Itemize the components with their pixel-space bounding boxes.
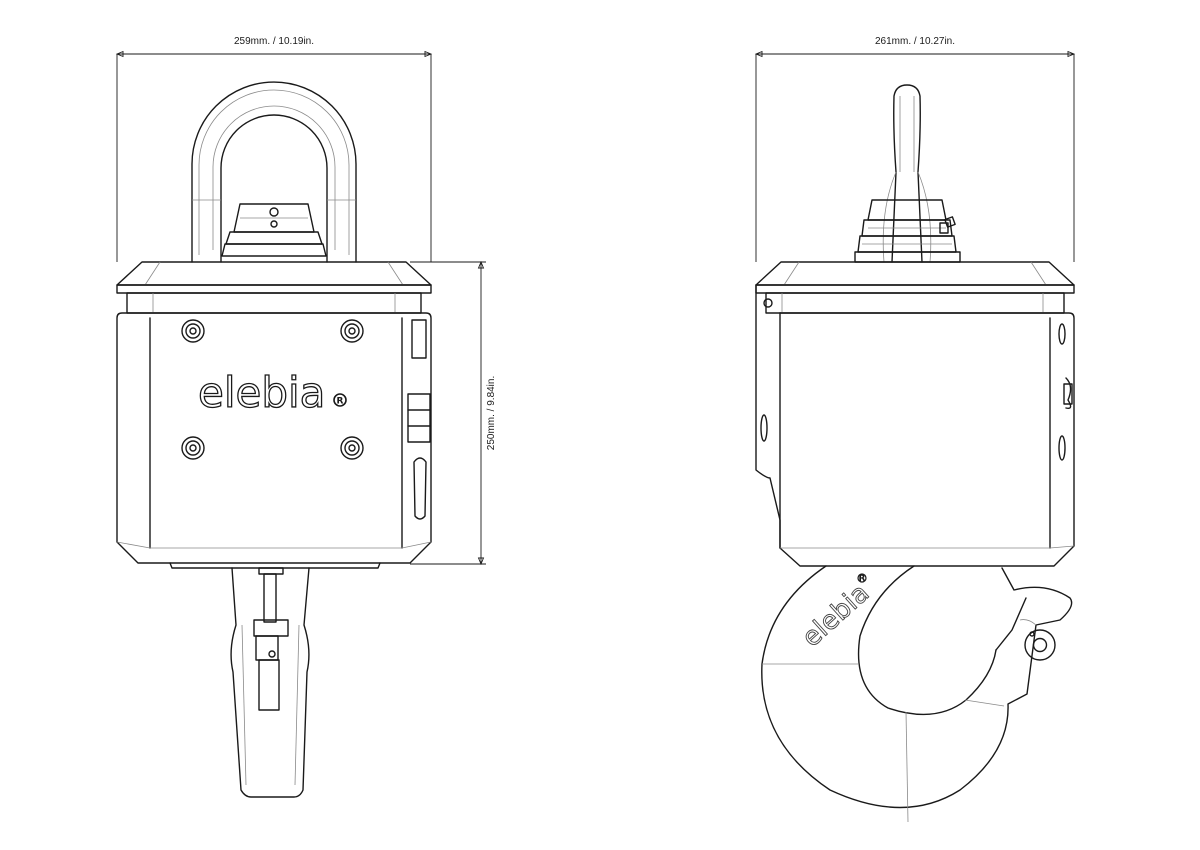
cover-bolt bbox=[340, 319, 364, 343]
front-width-label: 259mm. / 10.19in. bbox=[234, 36, 314, 47]
side-top-cap bbox=[755, 261, 1075, 314]
cover-bolt bbox=[181, 436, 205, 460]
svg-text:R: R bbox=[859, 574, 866, 584]
front-hook bbox=[169, 562, 381, 798]
grease-nipple bbox=[939, 216, 956, 234]
front-height-label: 250mm. / 9.84in. bbox=[486, 376, 497, 450]
side-main-body bbox=[755, 284, 1075, 567]
front-width-dimension: 259mm. / 10.19in. bbox=[115, 36, 433, 262]
front-view: 259mm. / 10.19in. 250mm. / 9.84in. bbox=[115, 36, 497, 798]
side-width-dimension: 261mm. / 10.27in. bbox=[754, 36, 1076, 262]
brand-logo: elebia bbox=[198, 368, 325, 417]
swivel-base bbox=[221, 203, 327, 257]
front-height-dimension: 250mm. / 9.84in. bbox=[410, 260, 497, 566]
front-side-latch bbox=[407, 319, 431, 520]
top-cap bbox=[116, 261, 432, 314]
cover-bolt bbox=[181, 319, 205, 343]
hook-brand-logo: elebia bbox=[797, 578, 876, 653]
side-view: 261mm. / 10.27in. bbox=[754, 36, 1076, 823]
registered-mark: R bbox=[333, 393, 347, 407]
hook-pivot bbox=[1024, 629, 1056, 661]
lifting-ring bbox=[191, 81, 357, 263]
main-body bbox=[116, 312, 432, 564]
side-swivel-base bbox=[854, 199, 961, 263]
side-hook bbox=[761, 565, 1073, 823]
side-width-label: 261mm. / 10.27in. bbox=[875, 36, 955, 47]
hook-registered-mark: R bbox=[857, 573, 867, 584]
cover-bolt bbox=[340, 436, 364, 460]
svg-text:R: R bbox=[337, 397, 344, 407]
